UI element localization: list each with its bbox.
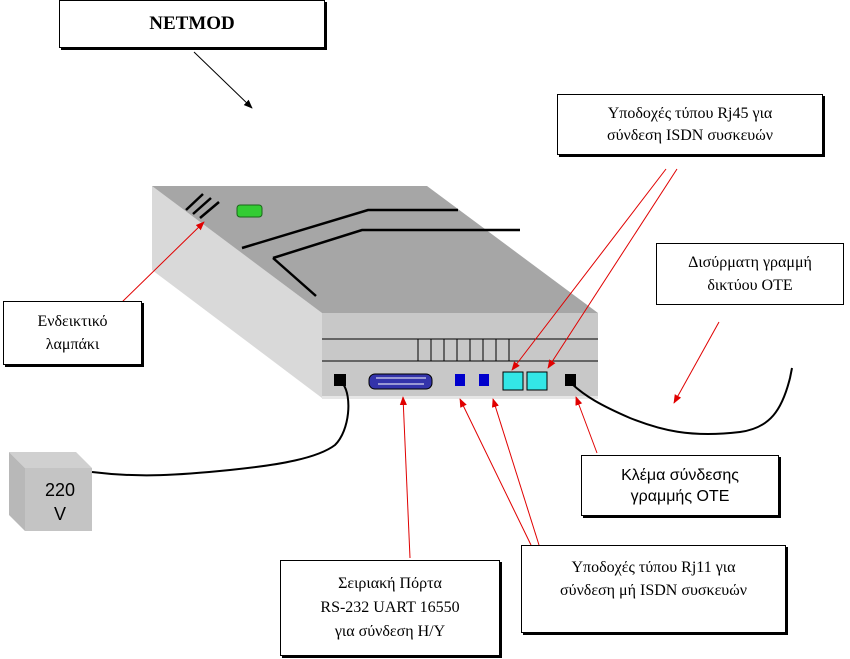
title-arrow bbox=[193, 51, 253, 109]
serial-port-pins bbox=[376, 377, 426, 385]
top-groove-1 bbox=[241, 208, 458, 250]
serial-label-line-1: Σειριακή Πόρτα bbox=[338, 575, 442, 592]
top-stripe-2 bbox=[192, 197, 212, 215]
rj11-port-1 bbox=[455, 374, 465, 386]
rj11-arrow-1 bbox=[459, 398, 532, 546]
rj45-label-line-1: Υποδοχές τύπου Rj45 για bbox=[607, 104, 773, 122]
cable-label-line-2: γραμμής ΟΤΕ bbox=[630, 487, 730, 505]
callout-arrows bbox=[119, 168, 720, 559]
lamp-arrow bbox=[119, 221, 205, 305]
modem-side bbox=[152, 186, 322, 398]
modem-device bbox=[152, 186, 598, 399]
serial-label-line-2: RS-232 UART 16550 bbox=[320, 599, 460, 616]
title-text: NETMOD bbox=[149, 13, 235, 34]
front-vents bbox=[417, 339, 510, 361]
phone-line-cable bbox=[571, 367, 793, 435]
modem-bottom-edge bbox=[322, 396, 598, 399]
line-arrow bbox=[673, 321, 720, 404]
rj45-arrow-2 bbox=[547, 168, 678, 369]
top-stripe-1 bbox=[185, 193, 204, 211]
indicator-led bbox=[236, 204, 263, 218]
rj11-label-box: Υποδοχές τύπου Rj11 για σύνδεση μή ISDN … bbox=[521, 545, 786, 633]
phone-line-label-box: Δισύρματη γραμμή δικτύου ΟΤΕ bbox=[656, 243, 844, 305]
power-block-top bbox=[9, 452, 92, 468]
top-groove-3 bbox=[272, 257, 317, 297]
rj45-arrow-1 bbox=[511, 168, 667, 371]
phone-line-label-line-1: Δισύρματη γραμμή bbox=[688, 254, 812, 271]
rj45-port-2 bbox=[526, 371, 548, 391]
serial-label-box: Σειριακή Πόρτα RS-232 UART 16550 για σύν… bbox=[280, 560, 500, 656]
cable-label-line-1: Κλέμα σύνδεσης bbox=[621, 466, 739, 484]
lamp-label-line-1: Ενδεικτικό bbox=[37, 313, 108, 330]
rj45-port-1 bbox=[502, 371, 524, 391]
rj45-label-line-2: σύνδεση ISDN συσκευών bbox=[606, 126, 773, 144]
power-socket bbox=[334, 374, 346, 386]
rj45-label-box: Υποδοχές τύπου Rj45 για σύνδεση ISDN συσ… bbox=[557, 94, 823, 155]
cable-label-box: Κλέμα σύνδεσης γραμμής ΟΤΕ bbox=[581, 455, 779, 516]
power-label: 220 V bbox=[36, 478, 84, 526]
power-label-line-2: V bbox=[53, 504, 66, 524]
power-block bbox=[9, 452, 92, 531]
rj11-label-line-2: σύνδεση μή ISDN συσκευών bbox=[560, 582, 747, 599]
top-groove-2 bbox=[272, 228, 520, 260]
title-box: NETMOD bbox=[59, 0, 325, 48]
serial-arrow bbox=[399, 396, 411, 559]
power-cable bbox=[91, 383, 350, 477]
rj11-port-2 bbox=[479, 374, 489, 386]
rj11-label-line-1: Υποδοχές τύπου Rj11 για bbox=[571, 559, 736, 576]
top-stripe-3 bbox=[199, 201, 220, 219]
rj11-arrow-2 bbox=[492, 398, 540, 546]
lamp-label-line-2: λαμπάκι bbox=[45, 336, 100, 353]
power-block-front bbox=[25, 468, 92, 531]
serial-label-line-3: για σύνδεση Η/Υ bbox=[334, 623, 446, 640]
modem-top bbox=[152, 186, 598, 313]
line-terminal bbox=[565, 374, 576, 386]
power-block-side bbox=[9, 452, 25, 531]
cable-arrow bbox=[575, 396, 598, 454]
lamp-label-box: Ενδεικτικό λαμπάκι bbox=[3, 301, 142, 365]
phone-line-label-line-2: δικτύου ΟΤΕ bbox=[707, 277, 793, 294]
serial-port bbox=[368, 373, 433, 390]
power-label-line-1: 220 bbox=[44, 480, 76, 500]
